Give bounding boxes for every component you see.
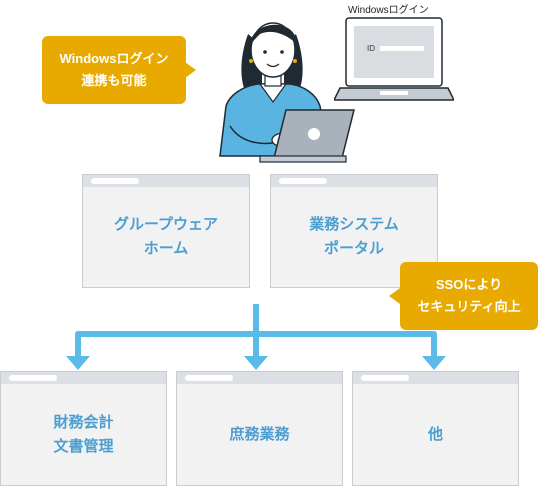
person-at-laptop-illustration <box>219 22 355 163</box>
other-panel: 他 <box>352 371 519 486</box>
general-affairs-panel: 庶務業務 <box>176 371 343 486</box>
id-field-label: ID <box>367 44 375 53</box>
finance-line1: 財務会計 <box>53 413 114 431</box>
windows-login-bubble: Windowsログイン 連携も可能 <box>42 36 196 104</box>
general-affairs-line1: 庶務業務 <box>229 425 290 443</box>
panel-label: グループウェア ホーム <box>83 187 249 287</box>
panel-tab <box>91 178 139 184</box>
laptop-caption: Windowsログイン <box>348 5 429 16</box>
panel-tab <box>9 375 57 381</box>
windows-login-bubble-line1: Windowsログイン <box>59 51 169 66</box>
groupware-home-line1: グループウェア <box>113 216 219 233</box>
sso-bubble: SSOにより セキュリティ向上 <box>389 262 538 330</box>
panel-label: 財務会計 文書管理 <box>1 384 166 485</box>
business-portal-line2: ポータル <box>323 240 384 257</box>
other-line1: 他 <box>427 425 443 443</box>
panel-tab <box>185 375 233 381</box>
bubble-tail <box>185 62 196 78</box>
groupware-home-panel: グループウェア ホーム <box>82 174 250 288</box>
business-portal-line1: 業務システム <box>309 216 399 233</box>
finance-line2: 文書管理 <box>53 437 114 455</box>
laptop-login-illustration <box>334 17 454 101</box>
sso-bubble-line2: セキュリティ向上 <box>417 299 521 314</box>
groupware-home-line2: ホーム <box>143 240 189 257</box>
panel-tab <box>361 375 409 381</box>
panel-label: 庶務業務 <box>177 384 342 485</box>
bubble-tail <box>389 288 400 304</box>
panel-tab <box>279 178 327 184</box>
panel-label: 他 <box>353 384 518 485</box>
sso-bubble-line1: SSOにより <box>435 277 503 292</box>
panel-label: 業務システム ポータル <box>271 187 437 287</box>
finance-document-panel: 財務会計 文書管理 <box>0 371 167 486</box>
windows-login-bubble-line2: 連携も可能 <box>81 73 147 88</box>
